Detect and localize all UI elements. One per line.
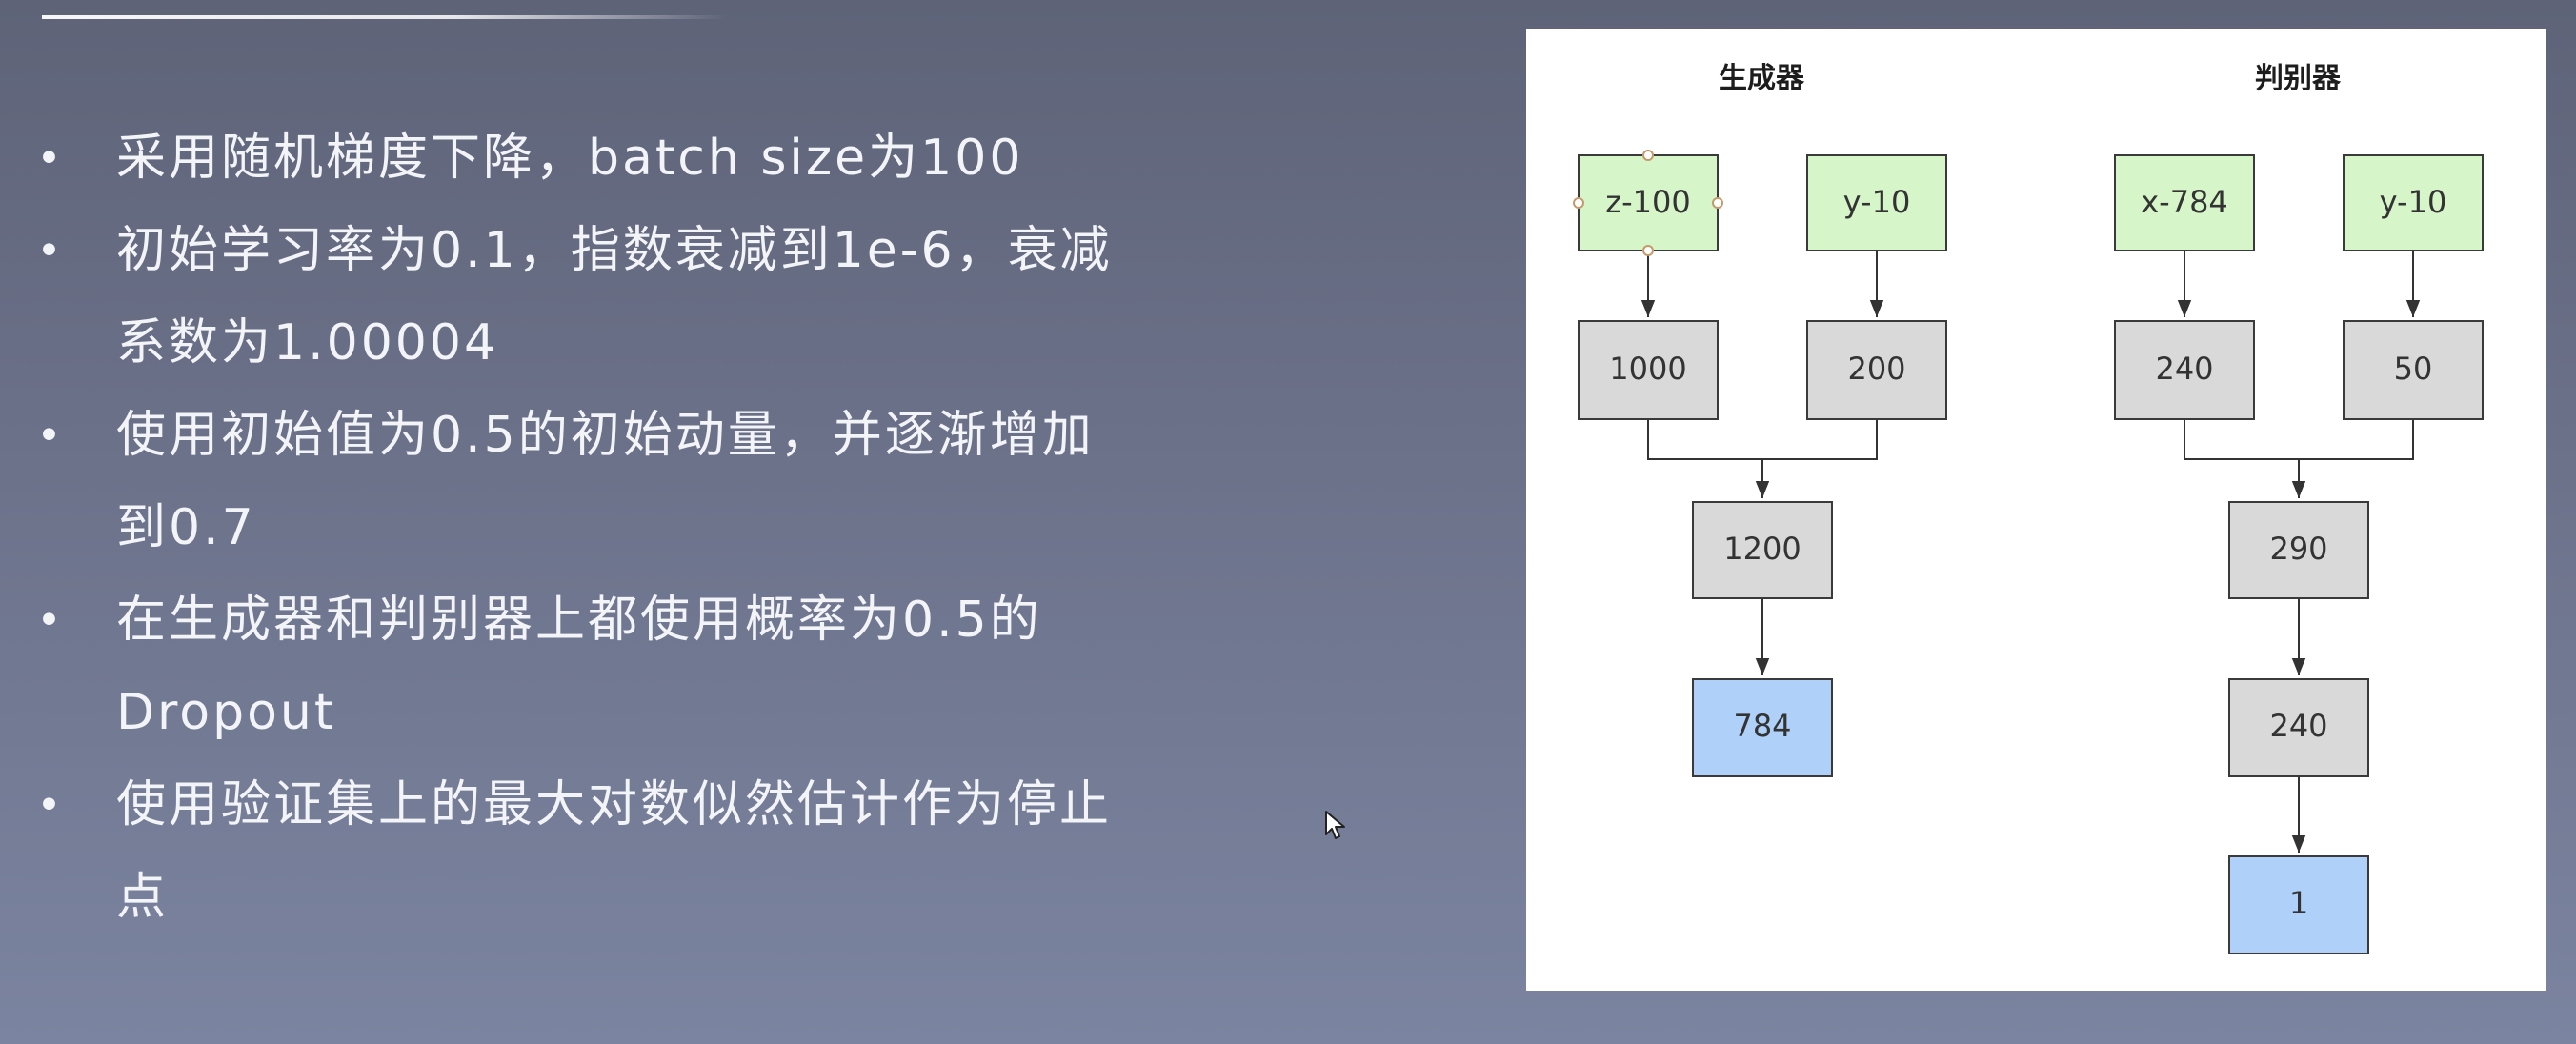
svg-text:y-10: y-10 [2380, 184, 2447, 220]
bullet-item: • 采用随机梯度下降，batch size为100 [36, 112, 1126, 205]
node-disc-input-y: y-10 [2343, 154, 2484, 251]
bullet-item: • 在生成器和判别器上都使用概率为0.5的Dropout [36, 574, 1126, 759]
svg-text:50: 50 [2394, 351, 2433, 387]
svg-text:290: 290 [2269, 531, 2327, 567]
slide-top-rule [42, 15, 728, 19]
bullet-text: 初始学习率为0.1，指数衰减到1e-6，衰减系数为1.00004 [116, 222, 1113, 371]
node-disc-input-x: x-784 [2114, 154, 2255, 251]
generator-title: 生成器 [1719, 62, 1805, 95]
node-disc-merged-290: 290 [2228, 501, 2369, 599]
bullet-dot-icon: • [36, 134, 65, 183]
bullet-text: 使用验证集上的最大对数似然估计作为停止点 [116, 776, 1113, 926]
svg-text:1000: 1000 [1609, 351, 1686, 387]
node-gen-hidden-200: 200 [1806, 320, 1947, 420]
node-disc-hidden-240: 240 [2114, 320, 2255, 420]
bullet-text: 在生成器和判别器上都使用概率为0.5的Dropout [116, 592, 1042, 741]
bullet-dot-icon: • [36, 412, 65, 460]
svg-text:y-10: y-10 [1843, 184, 1911, 220]
node-disc-hidden-50: 50 [2343, 320, 2484, 420]
network-diagram: 生成器 z-100 y-10 1000 200 1200 [1573, 62, 2484, 954]
svg-text:x-784: x-784 [2141, 184, 2228, 220]
node-gen-hidden-1000: 1000 [1578, 320, 1719, 420]
network-diagram-panel: 生成器 z-100 y-10 1000 200 1200 [1526, 29, 2546, 991]
bullet-item: • 使用验证集上的最大对数似然估计作为停止点 [36, 759, 1126, 944]
discriminator-title: 判别器 [2255, 62, 2342, 95]
svg-text:240: 240 [2269, 708, 2327, 744]
bullet-text: 使用初始值为0.5的初始动量，并逐渐增加到0.7 [116, 407, 1095, 556]
bullet-dot-icon: • [36, 227, 65, 275]
svg-text:200: 200 [1847, 351, 1905, 387]
node-disc-hidden2-240: 240 [2228, 678, 2369, 777]
edge-merge-discriminator [2184, 419, 2414, 460]
node-gen-input-z: z-100 [1573, 150, 1723, 256]
svg-text:1: 1 [2289, 885, 2308, 921]
bullet-dot-icon: • [36, 596, 65, 645]
mouse-pointer-icon [1325, 811, 1345, 839]
svg-text:1200: 1200 [1723, 531, 1801, 567]
svg-text:z-100: z-100 [1605, 184, 1690, 220]
node-gen-merged-1200: 1200 [1692, 501, 1833, 599]
bullet-item: • 初始学习率为0.1，指数衰减到1e-6，衰减系数为1.00004 [36, 205, 1126, 390]
bullet-item: • 使用初始值为0.5的初始动量，并逐渐增加到0.7 [36, 390, 1126, 574]
node-gen-output-784: 784 [1692, 678, 1833, 777]
svg-text:784: 784 [1733, 708, 1791, 744]
node-disc-output-1: 1 [2228, 855, 2369, 954]
node-gen-input-y: y-10 [1806, 154, 1947, 251]
bullet-list: • 采用随机梯度下降，batch size为100 • 初始学习率为0.1，指数… [36, 112, 1160, 944]
bullet-dot-icon: • [36, 781, 65, 830]
bullet-text: 采用随机梯度下降，batch size为100 [116, 130, 1024, 187]
edge-merge-generator [1647, 419, 1878, 460]
svg-text:240: 240 [2155, 351, 2213, 387]
